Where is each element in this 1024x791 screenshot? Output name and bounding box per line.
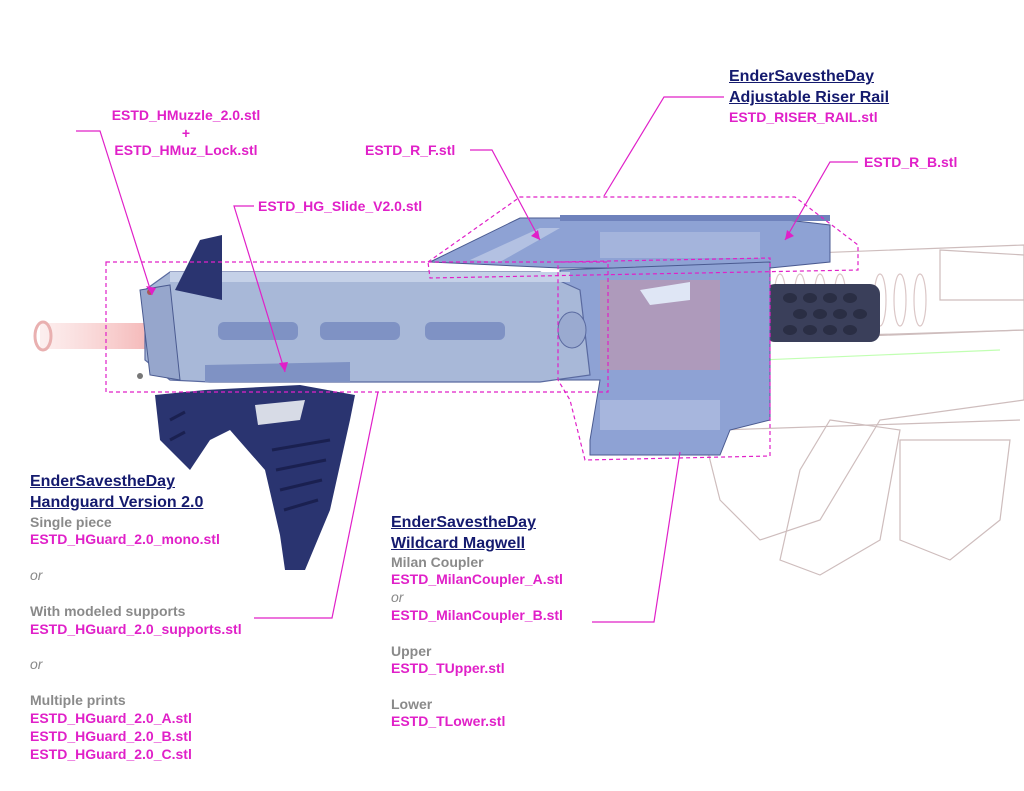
muzzle-file-1: ESTD_HMuzzle_2.0.stl [111, 107, 261, 123]
muzzle-plus: + [181, 125, 191, 141]
handguard-opt1-file: ESTD_HGuard_2.0_mono.stl [30, 531, 220, 547]
front-sight [175, 235, 222, 300]
handguard-or-1: or [30, 567, 43, 583]
laser-beam [33, 320, 160, 352]
rail-front-file: ESTD_R_F.stl [365, 142, 456, 158]
handguard-opt2-label: With modeled supports [30, 603, 186, 619]
leader-lines [76, 96, 858, 623]
handguard-opt3-label: Multiple prints [30, 692, 126, 708]
grip [155, 385, 355, 570]
receiver [559, 261, 771, 456]
magwell-coupler-b-file: ESTD_MilanCoupler_B.stl [391, 607, 563, 623]
muzzle [137, 284, 181, 381]
rail-back-file: ESTD_R_B.stl [864, 154, 958, 170]
magwell-upper-file: ESTD_TUpper.stl [391, 660, 505, 676]
handguard-title-line1: EnderSavestheDay [30, 473, 175, 490]
muzzle-file-2: ESTD_HMuz_Lock.stl [114, 142, 258, 158]
magwell-title-line1: EnderSavestheDay [391, 514, 536, 531]
handguard [144, 271, 591, 383]
handguard-opt2-file: ESTD_HGuard_2.0_supports.stl [30, 621, 242, 637]
handguard-opt3-file-a: ESTD_HGuard_2.0_A.stl [30, 710, 192, 726]
handguard-opt3-file-c: ESTD_HGuard_2.0_C.stl [30, 746, 192, 762]
handguard-opt1-label: Single piece [30, 514, 112, 530]
suppressor [765, 284, 880, 342]
riser-file: ESTD_RISER_RAIL.stl [729, 109, 878, 125]
magwell-lower-label: Lower [391, 696, 433, 712]
slide-file: ESTD_HG_Slide_V2.0.stl [258, 198, 423, 214]
magwell-lower-file: ESTD_TLower.stl [391, 713, 506, 729]
handguard-title-line2: Handguard Version 2.0 [30, 494, 204, 511]
magwell-title-line2: Wildcard Magwell [391, 535, 526, 552]
handguard-opt3-file-b: ESTD_HGuard_2.0_B.stl [30, 728, 192, 744]
riser-title-line1: EnderSavestheDay [729, 68, 874, 85]
dashed-boxes [105, 196, 859, 461]
riser-title-line2: Adjustable Riser Rail [729, 89, 890, 106]
magwell-upper-label: Upper [391, 643, 432, 659]
handguard-or-2: or [30, 656, 43, 672]
magwell-or: or [391, 589, 404, 605]
magwell-coupler-label: Milan Coupler [391, 554, 484, 570]
magwell-coupler-a-file: ESTD_MilanCoupler_A.stl [391, 571, 563, 587]
